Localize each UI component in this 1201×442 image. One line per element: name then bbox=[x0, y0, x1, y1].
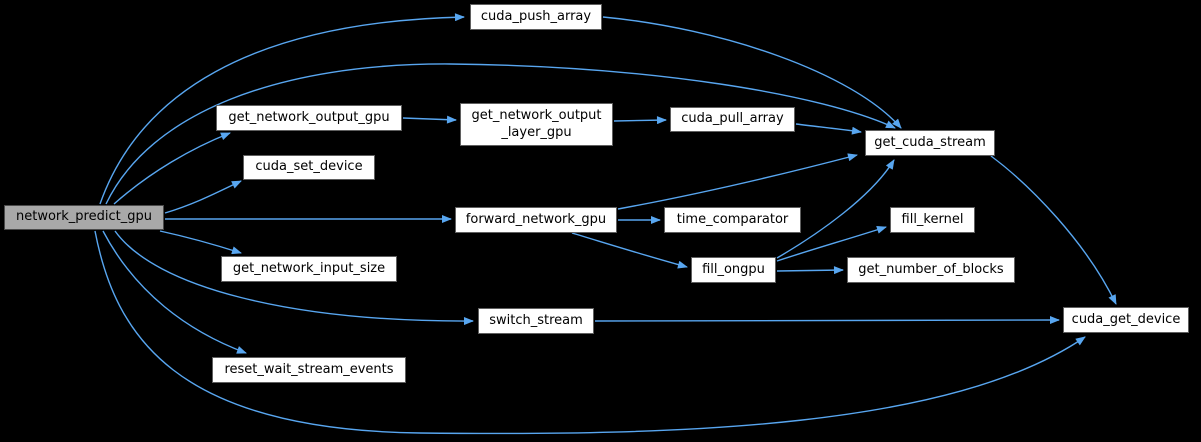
node-network_predict_gpu[interactable]: network_predict_gpu bbox=[4, 205, 164, 230]
node-label: network_predict_gpu bbox=[16, 209, 152, 225]
node-time_comparator[interactable]: time_comparator bbox=[664, 207, 801, 233]
edge-network_predict_gpu-to-cuda_push_array bbox=[99, 13, 465, 205]
edge-network_predict_gpu-to-cuda_set_device bbox=[164, 180, 242, 214]
node-get_cuda_stream[interactable]: get_cuda_stream bbox=[865, 130, 995, 156]
edge-network_predict_gpu-to-switch_stream bbox=[114, 230, 474, 326]
edge-cuda_pull_array-to-get_cuda_stream bbox=[795, 123, 862, 135]
edge-fill_ongpu-to-get_cuda_stream bbox=[776, 159, 895, 259]
node-label: get_network_output _layer_gpu bbox=[471, 108, 602, 140]
edge-network_predict_gpu-to-reset_wait_stream_events bbox=[102, 230, 247, 354]
edge-network_predict_gpu-to-get_cuda_stream bbox=[105, 63, 896, 205]
node-label: get_number_of_blocks bbox=[858, 261, 1004, 277]
node-label: reset_wait_stream_events bbox=[224, 361, 394, 377]
edge-switch_stream-to-cuda_get_device bbox=[594, 316, 1060, 325]
node-get_number_of_blocks[interactable]: get_number_of_blocks bbox=[847, 257, 1015, 283]
node-label: cuda_get_device bbox=[1071, 311, 1181, 327]
node-label: forward_network_gpu bbox=[465, 211, 607, 227]
node-label: get_cuda_stream bbox=[874, 134, 986, 150]
node-fill_ongpu[interactable]: fill_ongpu bbox=[691, 257, 776, 283]
node-forward_network_gpu[interactable]: forward_network_gpu bbox=[455, 207, 617, 233]
node-get_network_output_gpu[interactable]: get_network_output_gpu bbox=[216, 105, 402, 131]
node-cuda_push_array[interactable]: cuda_push_array bbox=[470, 4, 602, 30]
edge-fill_ongpu-to-fill_kernel bbox=[776, 225, 887, 262]
node-reset_wait_stream_events[interactable]: reset_wait_stream_events bbox=[212, 357, 406, 383]
node-get_network_output_layer_gpu[interactable]: get_network_output _layer_gpu bbox=[460, 103, 613, 146]
node-cuda_get_device[interactable]: cuda_get_device bbox=[1063, 307, 1189, 333]
edge-network_predict_gpu-to-get_network_input_size bbox=[159, 230, 242, 255]
node-label: get_network_input_size bbox=[232, 260, 386, 276]
node-label: get_network_output_gpu bbox=[228, 109, 390, 125]
node-label: switch_stream bbox=[489, 312, 583, 328]
edge-cuda_push_array-to-get_cuda_stream bbox=[602, 16, 902, 129]
node-label: fill_ongpu bbox=[702, 261, 765, 277]
edge-get_network_output_layer_gpu-to-cuda_pull_array bbox=[613, 116, 667, 125]
edge-get_cuda_stream-to-cuda_get_device bbox=[990, 155, 1117, 305]
node-switch_stream[interactable]: switch_stream bbox=[478, 308, 594, 334]
edge-forward_network_gpu-to-get_cuda_stream bbox=[617, 153, 858, 210]
node-label: fill_kernel bbox=[901, 211, 964, 227]
node-cuda_set_device[interactable]: cuda_set_device bbox=[243, 155, 375, 180]
node-label: cuda_pull_array bbox=[681, 111, 784, 127]
node-label: cuda_set_device bbox=[255, 159, 363, 175]
edge-network_predict_gpu-to-cuda_get_device bbox=[94, 230, 1086, 435]
edge-get_network_output_gpu-to-get_network_output_layer_gpu bbox=[402, 115, 457, 124]
node-cuda_pull_array[interactable]: cuda_pull_array bbox=[670, 107, 795, 132]
node-fill_kernel[interactable]: fill_kernel bbox=[890, 207, 975, 233]
edge-forward_network_gpu-to-fill_ongpu bbox=[571, 232, 688, 269]
node-label: time_comparator bbox=[676, 211, 789, 227]
edge-network_predict_gpu-to-get_network_output_gpu bbox=[113, 132, 231, 205]
node-label: cuda_push_array bbox=[480, 8, 592, 24]
node-get_network_input_size[interactable]: get_network_input_size bbox=[221, 256, 397, 282]
edge-fill_ongpu-to-get_number_of_blocks bbox=[776, 266, 844, 275]
